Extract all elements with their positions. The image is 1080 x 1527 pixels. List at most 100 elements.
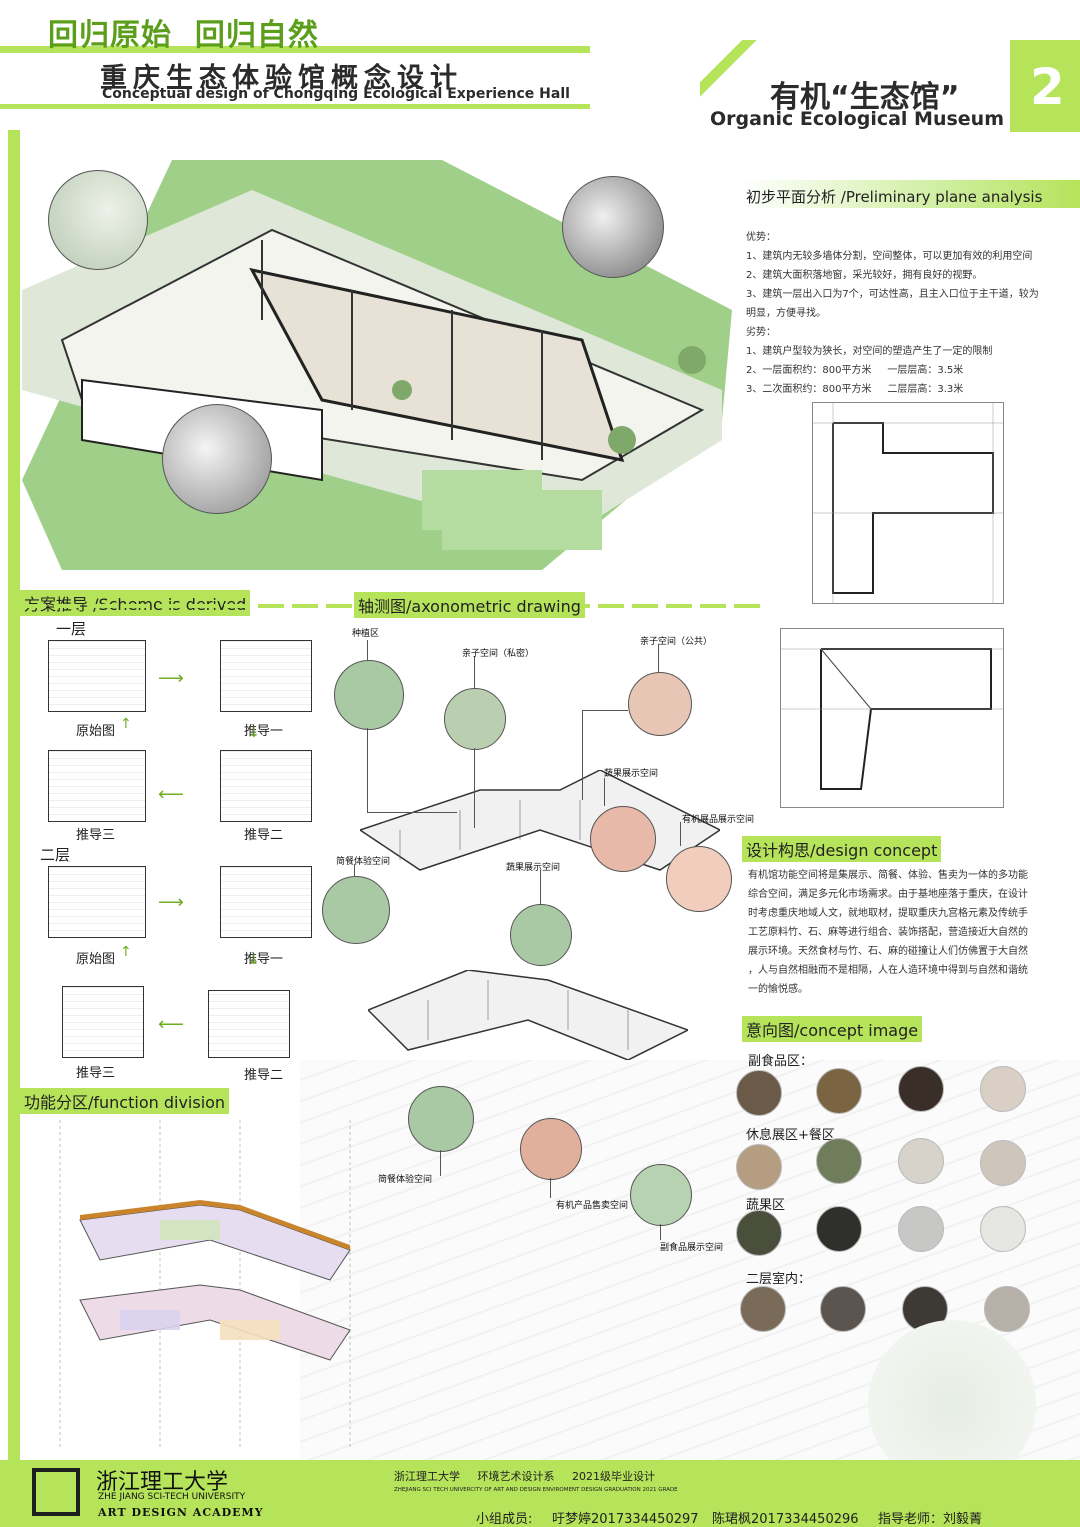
concept-line: 一的愉悦感。 xyxy=(748,984,808,995)
analysis-line: 2、建筑大面积落地窗，采光较好，拥有良好的视野。 xyxy=(746,270,983,281)
arrow-left-2: ⟵ xyxy=(158,1014,184,1035)
concept-thumb xyxy=(736,1070,782,1116)
concept-line: 有机馆功能空间将是集展示、简餐、体验、售卖为一体的多功能 xyxy=(748,870,1028,881)
concept-thumb xyxy=(736,1144,782,1190)
label-original-2: 原始图 xyxy=(76,952,116,967)
footer-bar xyxy=(0,1460,1080,1527)
connector xyxy=(367,640,368,660)
analysis-line: 1、建筑户型较为狭长，对空间的塑造产生了一定的限制 xyxy=(746,346,993,357)
function-division-title: 功能分区/function division xyxy=(20,1088,230,1114)
design-concept-title: 设计构思/design concept xyxy=(742,836,942,862)
analysis-line: 明显，方便寻找。 xyxy=(746,308,826,319)
concept-group-label: 二层室内： xyxy=(746,1272,812,1287)
concept-thumb xyxy=(816,1206,862,1252)
concept-thumb xyxy=(736,1210,782,1256)
connector xyxy=(550,1178,551,1198)
axonometric-lower xyxy=(366,969,690,1061)
detail-circle-shelves xyxy=(162,404,272,514)
arrow-up-2: ↑ xyxy=(120,944,132,960)
floor-plan-1 xyxy=(812,402,1004,604)
label-fruit-veg-1: 蔬果展示空间 xyxy=(604,769,659,779)
museum-title-cn: 有机“生态馆” xyxy=(770,80,960,115)
concept-thumb xyxy=(898,1066,944,1112)
connector xyxy=(367,812,457,813)
connector xyxy=(540,870,541,904)
design-concept-text: 有机馆功能空间将是集展示、简餐、体验、售卖为一体的多功能 综合空间，满足多元化市… xyxy=(748,866,1068,999)
plan-f2-step1 xyxy=(220,866,312,938)
advisor: 指导老师：刘毅菁 xyxy=(878,1512,983,1527)
academy-name: ART DESIGN ACADEMY xyxy=(98,1506,264,1519)
university-name-en: ZHE JIANG SCI-TECH UNIVERSITY xyxy=(98,1492,246,1502)
arrow-down-2: ↓ xyxy=(248,952,260,968)
concept-line: 工艺原料竹、石、麻等进行组合、装饰搭配，营造接近大自然的 xyxy=(748,927,1028,938)
axo-circle-parent-public xyxy=(628,672,692,736)
analysis-line: 3、建筑一层出入口为7个，可达性高，且主入口位于主干道，较为 xyxy=(746,289,1039,300)
function-diagram xyxy=(40,1120,360,1450)
connector xyxy=(440,1150,441,1176)
plan-f2-original xyxy=(48,866,146,938)
title-cn: 重庆生态体验馆概念设计 xyxy=(100,63,463,94)
concept-image-title: 意向图/concept image xyxy=(742,1016,923,1042)
concept-thumb xyxy=(898,1206,944,1252)
scheme-floor2-label: 二层 xyxy=(40,846,71,864)
plan-f2-step2 xyxy=(208,990,290,1058)
axo-circle-organic-display xyxy=(666,846,732,912)
header-right-shape xyxy=(1010,40,1080,132)
concept-group-label: 蔬果区 xyxy=(746,1198,786,1213)
members-label: 小组成员: xyxy=(476,1512,533,1527)
concept-thumb xyxy=(980,1206,1026,1252)
label-parent-public: 亲子空间（公共） xyxy=(640,637,713,647)
page-number: 2 xyxy=(1030,58,1065,116)
label-step2-2: 推导二 xyxy=(244,1068,284,1083)
label-nonstaple: 副食品展示空间 xyxy=(660,1243,724,1253)
label-step3-1: 推导三 xyxy=(76,828,116,843)
axo-circle-planting xyxy=(334,660,404,730)
connector xyxy=(474,748,475,828)
floor-plan-2 xyxy=(780,628,1004,808)
concept-line: 时考虑重庆地域人文，就地取材，提取重庆九宫格元素及传统手 xyxy=(748,908,1028,919)
header-top-stripe xyxy=(0,46,590,53)
concept-group-label: 休息展区+餐区 xyxy=(746,1128,835,1143)
university-logo xyxy=(32,1468,80,1516)
analysis-line: 2、一层面积约：800平方米 一层层高：3.5米 xyxy=(746,365,964,376)
connector xyxy=(658,644,659,672)
plan-f1-step2 xyxy=(220,750,312,822)
footer-line1-en: ZHEJIANG SCI TECH UNIVERCITY OF ART AND … xyxy=(394,1487,678,1493)
plane-analysis-band xyxy=(740,180,1080,208)
connector xyxy=(680,822,681,846)
plan-f1-original xyxy=(48,640,146,712)
axo-circle-nonstaple xyxy=(630,1164,692,1226)
scheme-title: 方案推导 /Scheme is derived xyxy=(20,590,251,616)
connector xyxy=(354,864,355,876)
label-step2-1: 推导二 xyxy=(244,828,284,843)
label-step1-2: 推导一 xyxy=(244,952,284,967)
label-dining-1: 简餐体验空间 xyxy=(336,857,391,867)
axo-circle-organic-sale xyxy=(520,1118,582,1180)
concept-line: 综合空间，满足多元化市场需求。由于基地座落于重庆，在设计 xyxy=(748,889,1028,900)
plan-f1-step3 xyxy=(48,750,146,822)
axo-circle-dining-2 xyxy=(408,1086,474,1152)
plan-f2-step3 xyxy=(62,986,144,1058)
left-accent-bar xyxy=(8,130,20,1460)
analysis-line: 3、二次面积约：800平方米 二层层高：3.3米 xyxy=(746,384,964,395)
museum-title-en: Organic Ecological Museum xyxy=(710,108,1004,130)
label-parent-private: 亲子空间（私密） xyxy=(462,649,535,659)
label-step1-1: 推导一 xyxy=(244,724,284,739)
footer-line1: 浙江理工大学 环境艺术设计系 2021级毕业设计 xyxy=(394,1470,655,1483)
label-fruit-veg-2: 蔬果展示空间 xyxy=(506,863,561,873)
plan-f1-step1 xyxy=(220,640,312,712)
label-organic-sale: 有机产品售卖空间 xyxy=(556,1201,629,1211)
detail-circle-piano xyxy=(562,176,664,278)
university-name-cn: 浙江理工大学 xyxy=(96,1470,229,1495)
concept-thumb xyxy=(980,1140,1026,1186)
axonometric-title: 轴测图/axonometric drawing xyxy=(354,592,585,618)
arrow-up-1: ↑ xyxy=(120,716,132,732)
concept-thumb xyxy=(816,1068,862,1114)
plane-analysis-text: 优势： 1、建筑内无较多墙体分割，空间整体，可以更加有效的利用空间 2、建筑大面… xyxy=(746,228,1076,399)
concept-line: 展示环境。天然食材与竹、石、麻的碰撞让人们仿佛置于大自然 xyxy=(748,946,1028,957)
connector xyxy=(582,710,628,711)
concept-thumb xyxy=(740,1286,786,1332)
header-right-band xyxy=(700,40,1020,132)
connector xyxy=(474,656,475,688)
analysis-line: 1、建筑内无较多墙体分割，空间整体，可以更加有效的利用空间 xyxy=(746,251,1033,262)
